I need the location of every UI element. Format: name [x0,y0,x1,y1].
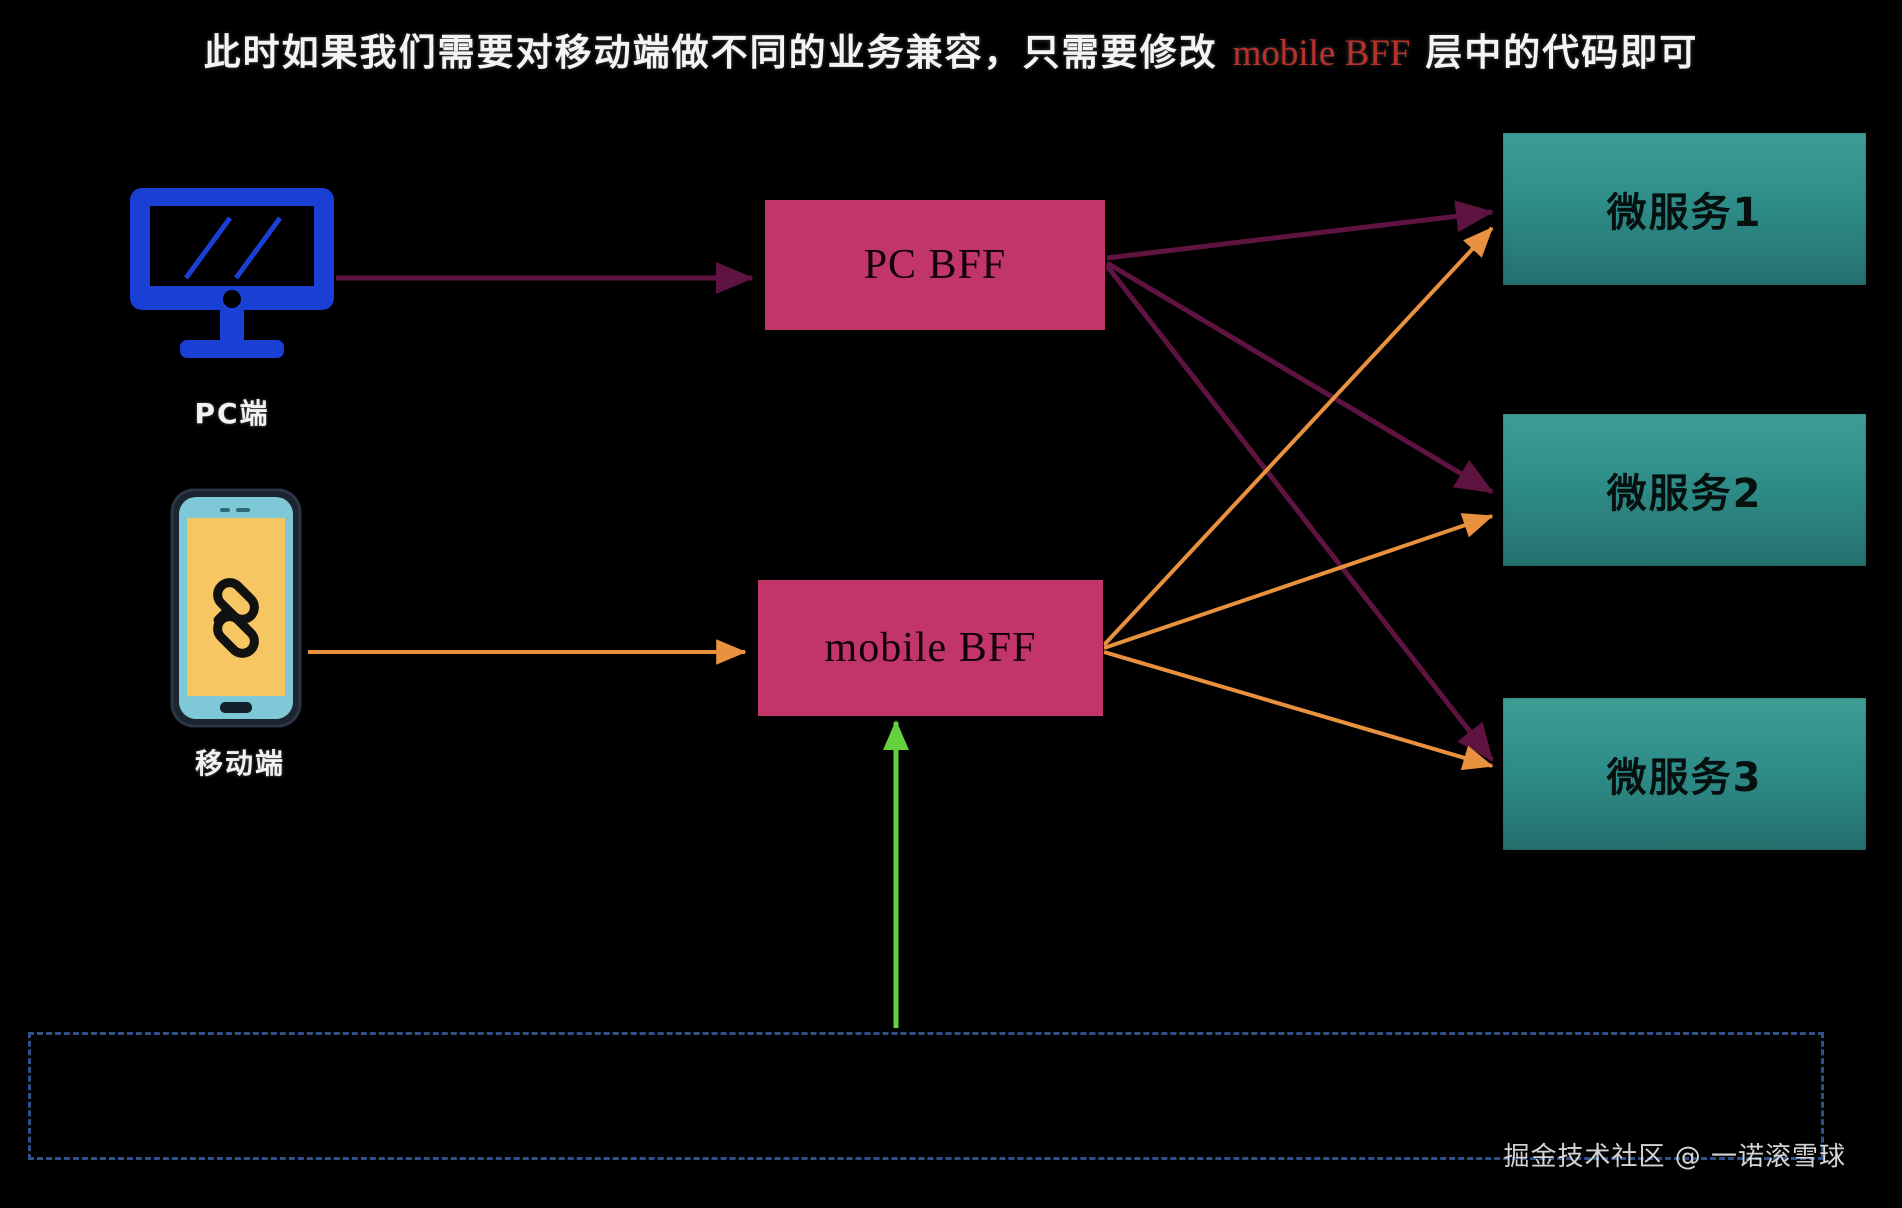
caption-text-before: 此时如果我们需要对移动端做不同的业务兼容，只需要修改 [203,31,1233,74]
caption-highlight: mobile BFF [1232,33,1411,74]
caption-text: 此时如果我们需要对移动端做不同的业务兼容，只需要修改 mobile BFF 层中… [0,22,1902,76]
smartphone-link-icon [170,488,302,728]
edge-mobilebff-to-service2 [1103,513,1494,650]
mobile-bff-box[interactable]: mobile BFF [758,580,1103,716]
desktop-monitor-icon [128,186,336,366]
pc-device-label: PC端 [194,397,270,430]
mobile-device-label: 移动端 [194,747,285,780]
edge-mobilebff-to-service1 [1102,226,1494,647]
pc-bff-label: PC BFF [863,242,1007,288]
watermark-text: 掘金技术社区 @ 一诺滚雪球 [1503,1142,1846,1172]
microservice-1-label: 微服务1 [1606,190,1763,236]
mobile-bff-label: mobile BFF [824,625,1037,671]
microservice-3-box[interactable]: 微服务3 [1503,698,1866,850]
caption-text-after: 层中的代码即可 [1410,31,1699,74]
edge-pcbff-to-service1 [1106,200,1494,261]
microservice-2-label: 微服务2 [1606,471,1763,517]
edge-mobilebff-to-service3 [1103,650,1494,771]
edge-pcbff-to-service2 [1105,260,1494,495]
microservice-2-box[interactable]: 微服务2 [1503,414,1866,566]
pc-bff-box[interactable]: PC BFF [765,200,1105,330]
microservice-1-box[interactable]: 微服务1 [1503,133,1866,285]
microservice-3-label: 微服务3 [1606,755,1763,801]
caption-callout-box [28,1032,1824,1160]
edge-pcbff-to-service3 [1105,264,1494,762]
